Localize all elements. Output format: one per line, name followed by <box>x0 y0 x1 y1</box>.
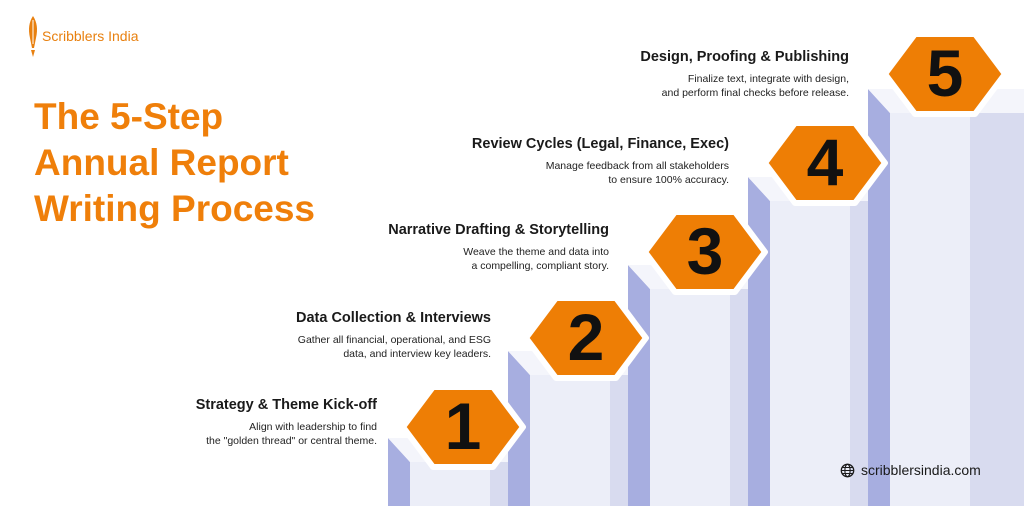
step-3-badge: 3 <box>642 209 768 295</box>
title-line-1: The 5-Step <box>34 96 224 137</box>
step-3-hexagon <box>642 209 768 295</box>
step-1-badge: 1 <box>400 384 526 470</box>
step-1-text: Strategy & Theme Kick-off Align with lea… <box>196 396 377 448</box>
step-1-hexagon <box>400 384 526 470</box>
step-2-desc: Gather all financial, operational, and E… <box>296 333 491 361</box>
brand-logo[interactable]: Scribblers India <box>26 14 139 58</box>
quill-pen-icon <box>29 16 37 57</box>
step-3-desc: Weave the theme and data into a compelli… <box>388 245 609 273</box>
step-5-number: 5 <box>927 36 964 110</box>
website-url: scribblersindia.com <box>861 462 981 478</box>
step-2-title: Data Collection & Interviews <box>296 310 491 326</box>
step-4-number: 4 <box>807 125 844 199</box>
globe-icon <box>840 463 855 477</box>
step-2-text: Data Collection & Interviews Gather all … <box>296 309 491 361</box>
step-3-desc-line-2: a compelling, compliant story. <box>471 260 609 272</box>
step-1-title: Strategy & Theme Kick-off <box>195 397 377 413</box>
step-2-badge: 2 <box>523 295 649 381</box>
step-5-pillar <box>868 89 1024 506</box>
page-title: The 5-Step Annual Report Writing Process <box>34 94 354 232</box>
step-5-desc-line-1: Finalize text, integrate with design, <box>687 73 849 85</box>
step-4-text: Review Cycles (Legal, Finance, Exec) Man… <box>472 135 729 187</box>
step-3-text: Narrative Drafting & Storytelling Weave … <box>388 221 609 273</box>
step-1-desc-line-1: Align with leadership to find <box>249 421 377 433</box>
step-1-desc: Align with leadership to find the "golde… <box>196 420 377 448</box>
step-4-desc: Manage feedback from all stakeholders to… <box>472 159 729 187</box>
step-4-hexagon <box>762 120 888 206</box>
step-5-text: Design, Proofing & Publishing Finalize t… <box>640 48 849 100</box>
step-2-desc-line-1: Gather all financial, operational, and E… <box>297 334 491 346</box>
step-1-desc-line-2: the "golden thread" or central theme. <box>206 435 377 447</box>
step-1-number: 1 <box>445 389 482 463</box>
title-line-3: Writing Process <box>34 188 316 229</box>
step-5-badge: 5 <box>882 31 1008 117</box>
step-2-desc-line-2: data, and interview key leaders. <box>343 348 491 360</box>
step-4-title: Review Cycles (Legal, Finance, Exec) <box>471 136 729 152</box>
title-line-2: Annual Report <box>34 142 289 183</box>
step-5-desc: Finalize text, integrate with design, an… <box>640 72 849 100</box>
step-3-title: Narrative Drafting & Storytelling <box>388 222 609 238</box>
step-4-desc-line-1: Manage feedback from all stakeholders <box>545 160 729 172</box>
step-4-badge: 4 <box>762 120 888 206</box>
step-3-number: 3 <box>687 214 724 288</box>
brand-name: Scribblers India <box>42 28 139 44</box>
website-link[interactable]: scribblersindia.com <box>840 462 981 478</box>
step-4-desc-line-2: to ensure 100% accuracy. <box>608 174 729 186</box>
step-2-hexagon <box>523 295 649 381</box>
step-2-number: 2 <box>568 300 605 374</box>
step-5-title: Design, Proofing & Publishing <box>640 49 849 65</box>
step-5-hexagon <box>882 31 1008 117</box>
step-3-desc-line-1: Weave the theme and data into <box>463 246 609 258</box>
step-5-desc-line-2: and perform final checks before release. <box>661 87 849 99</box>
